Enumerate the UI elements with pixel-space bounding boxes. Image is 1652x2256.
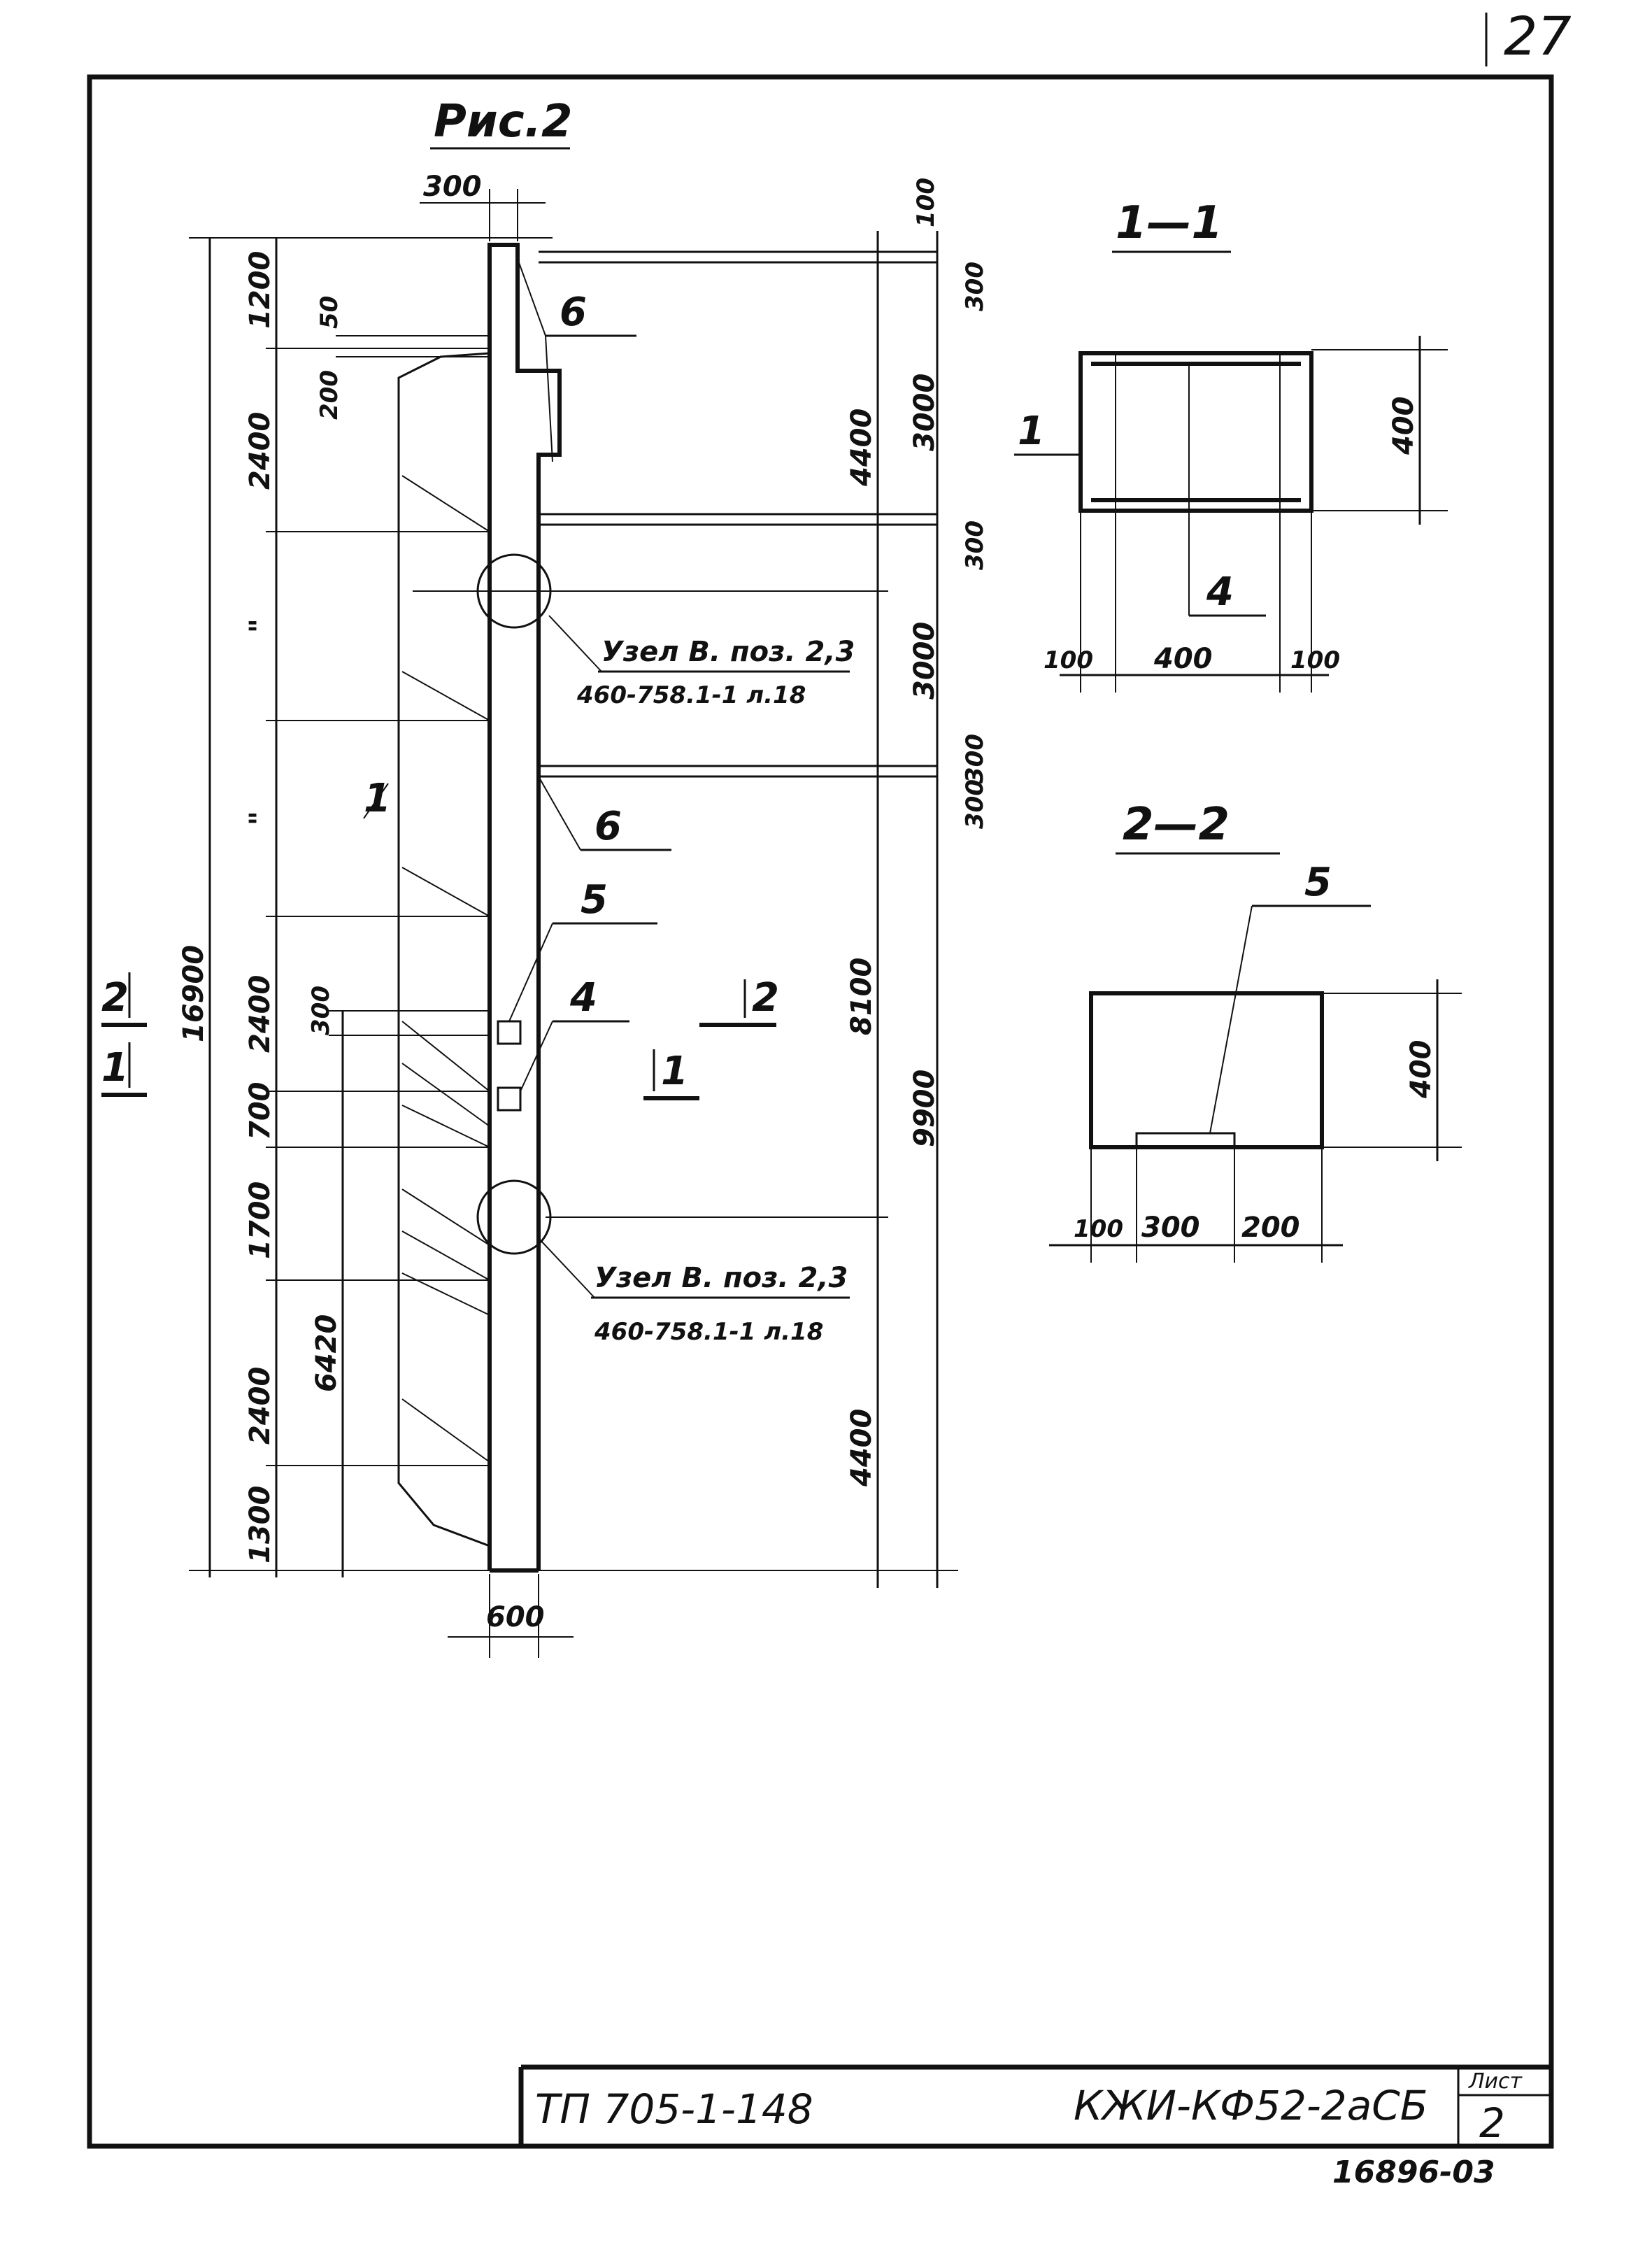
- callout-6-upper: 6: [560, 290, 587, 335]
- section-1-1-callout-1: 1: [1018, 409, 1045, 454]
- section-1-1-title: 1—1: [1116, 197, 1223, 249]
- dim-left-seg-2: 2400: [244, 412, 276, 490]
- dim-left-seg-1: 1200: [244, 251, 276, 329]
- dim-bottom-width: 600: [486, 1601, 545, 1633]
- dim-left-seg-8: 2400: [244, 1367, 276, 1445]
- section-1-1: 1—1: [1014, 197, 1448, 693]
- section-2-2-width-1: 100: [1074, 1215, 1123, 1243]
- dim-top-width: 300: [423, 171, 482, 203]
- node-ref-upper-line2: 460-758.1-1 л.18: [576, 681, 806, 709]
- cut-mark-1-left: 1: [101, 1045, 129, 1091]
- section-1-1-width-2: 400: [1153, 643, 1213, 675]
- dim-right-outer-1: 100: [912, 178, 940, 227]
- dim-left-seg-4: ": [244, 811, 276, 825]
- section-1-1-width-3: 100: [1290, 646, 1340, 674]
- dim-left-sub-300: 300: [307, 986, 335, 1035]
- cut-mark-1-right: 1: [661, 1049, 688, 1094]
- page-number: 27: [1504, 5, 1572, 67]
- title-block: [518, 2064, 1551, 2146]
- stamp-sheet-label: Лист: [1468, 2069, 1523, 2094]
- dim-total-height: 16900: [178, 945, 210, 1042]
- right-dimension-chain: [413, 231, 958, 1588]
- callout-6-lower: 6: [594, 804, 622, 849]
- node-ref-upper-line1: Узел В. поз. 2,3: [601, 636, 855, 668]
- section-2-2-height: 400: [1405, 1040, 1437, 1100]
- callout-4: 4: [569, 975, 597, 1021]
- embedded-part-5: [497, 1020, 522, 1045]
- drawing-frame: [87, 74, 1554, 2149]
- dim-right-inner-4: 4400: [846, 1409, 878, 1487]
- dim-left-seg-9: 1300: [244, 1486, 276, 1563]
- node-ref-lower-line1: Узел В. поз. 2,3: [594, 1262, 848, 1294]
- dim-left-mid: 6420: [311, 1314, 343, 1392]
- section-1-1-width-1: 100: [1044, 646, 1093, 674]
- dim-right-outer-3: 3000: [909, 374, 941, 451]
- dim-right-outer-2: 300: [961, 262, 989, 311]
- left-dimension-chain: [189, 237, 553, 1577]
- section-2-2: 2—2: [1049, 799, 1462, 1263]
- dim-right-outer-6: 300: [961, 734, 989, 783]
- embedded-part-4: [497, 1086, 522, 1112]
- dim-right-inner-1: 4400: [846, 409, 878, 487]
- section-1-1-height: 400: [1388, 397, 1420, 456]
- dim-right-outer-4: 300: [961, 520, 989, 570]
- section-1-1-callout-4: 4: [1206, 569, 1234, 615]
- callout-5: 5: [581, 877, 608, 923]
- dim-right-outer-7: 300: [961, 779, 989, 829]
- dim-right-inner-3: 9900: [909, 1070, 941, 1147]
- dim-right-outer-5: 3000: [909, 622, 941, 700]
- dim-left-seg-6: 700: [244, 1082, 276, 1141]
- section-2-2-callout-5: 5: [1304, 860, 1332, 905]
- footer-code: 16896-03: [1332, 2155, 1495, 2190]
- dim-right-inner-2: 8100: [846, 958, 878, 1035]
- cut-mark-2-right: 2: [752, 975, 779, 1021]
- dim-left-sub-50: 50: [315, 296, 343, 329]
- section-2-2-width-2: 300: [1141, 1212, 1200, 1244]
- figure-title: Рис.2: [434, 96, 573, 148]
- dim-left-seg-5: 2400: [244, 975, 276, 1053]
- cut-mark-2-left: 2: [101, 975, 129, 1021]
- stamp-mark: КЖИ-КФ52-2аСБ: [1074, 2082, 1428, 2129]
- section-2-2-title: 2—2: [1123, 799, 1230, 851]
- dim-left-seg-7: 1700: [244, 1182, 276, 1259]
- dim-left-seg-3: ": [244, 618, 276, 633]
- stamp-project: ТП 705-1-148: [535, 2085, 813, 2133]
- stamp-sheet-number: 2: [1479, 2099, 1505, 2147]
- section-2-2-width-3: 200: [1241, 1212, 1300, 1244]
- dim-left-sub-200: 200: [315, 370, 343, 420]
- node-ref-lower-line2: 460-758.1-1 л.18: [594, 1318, 823, 1346]
